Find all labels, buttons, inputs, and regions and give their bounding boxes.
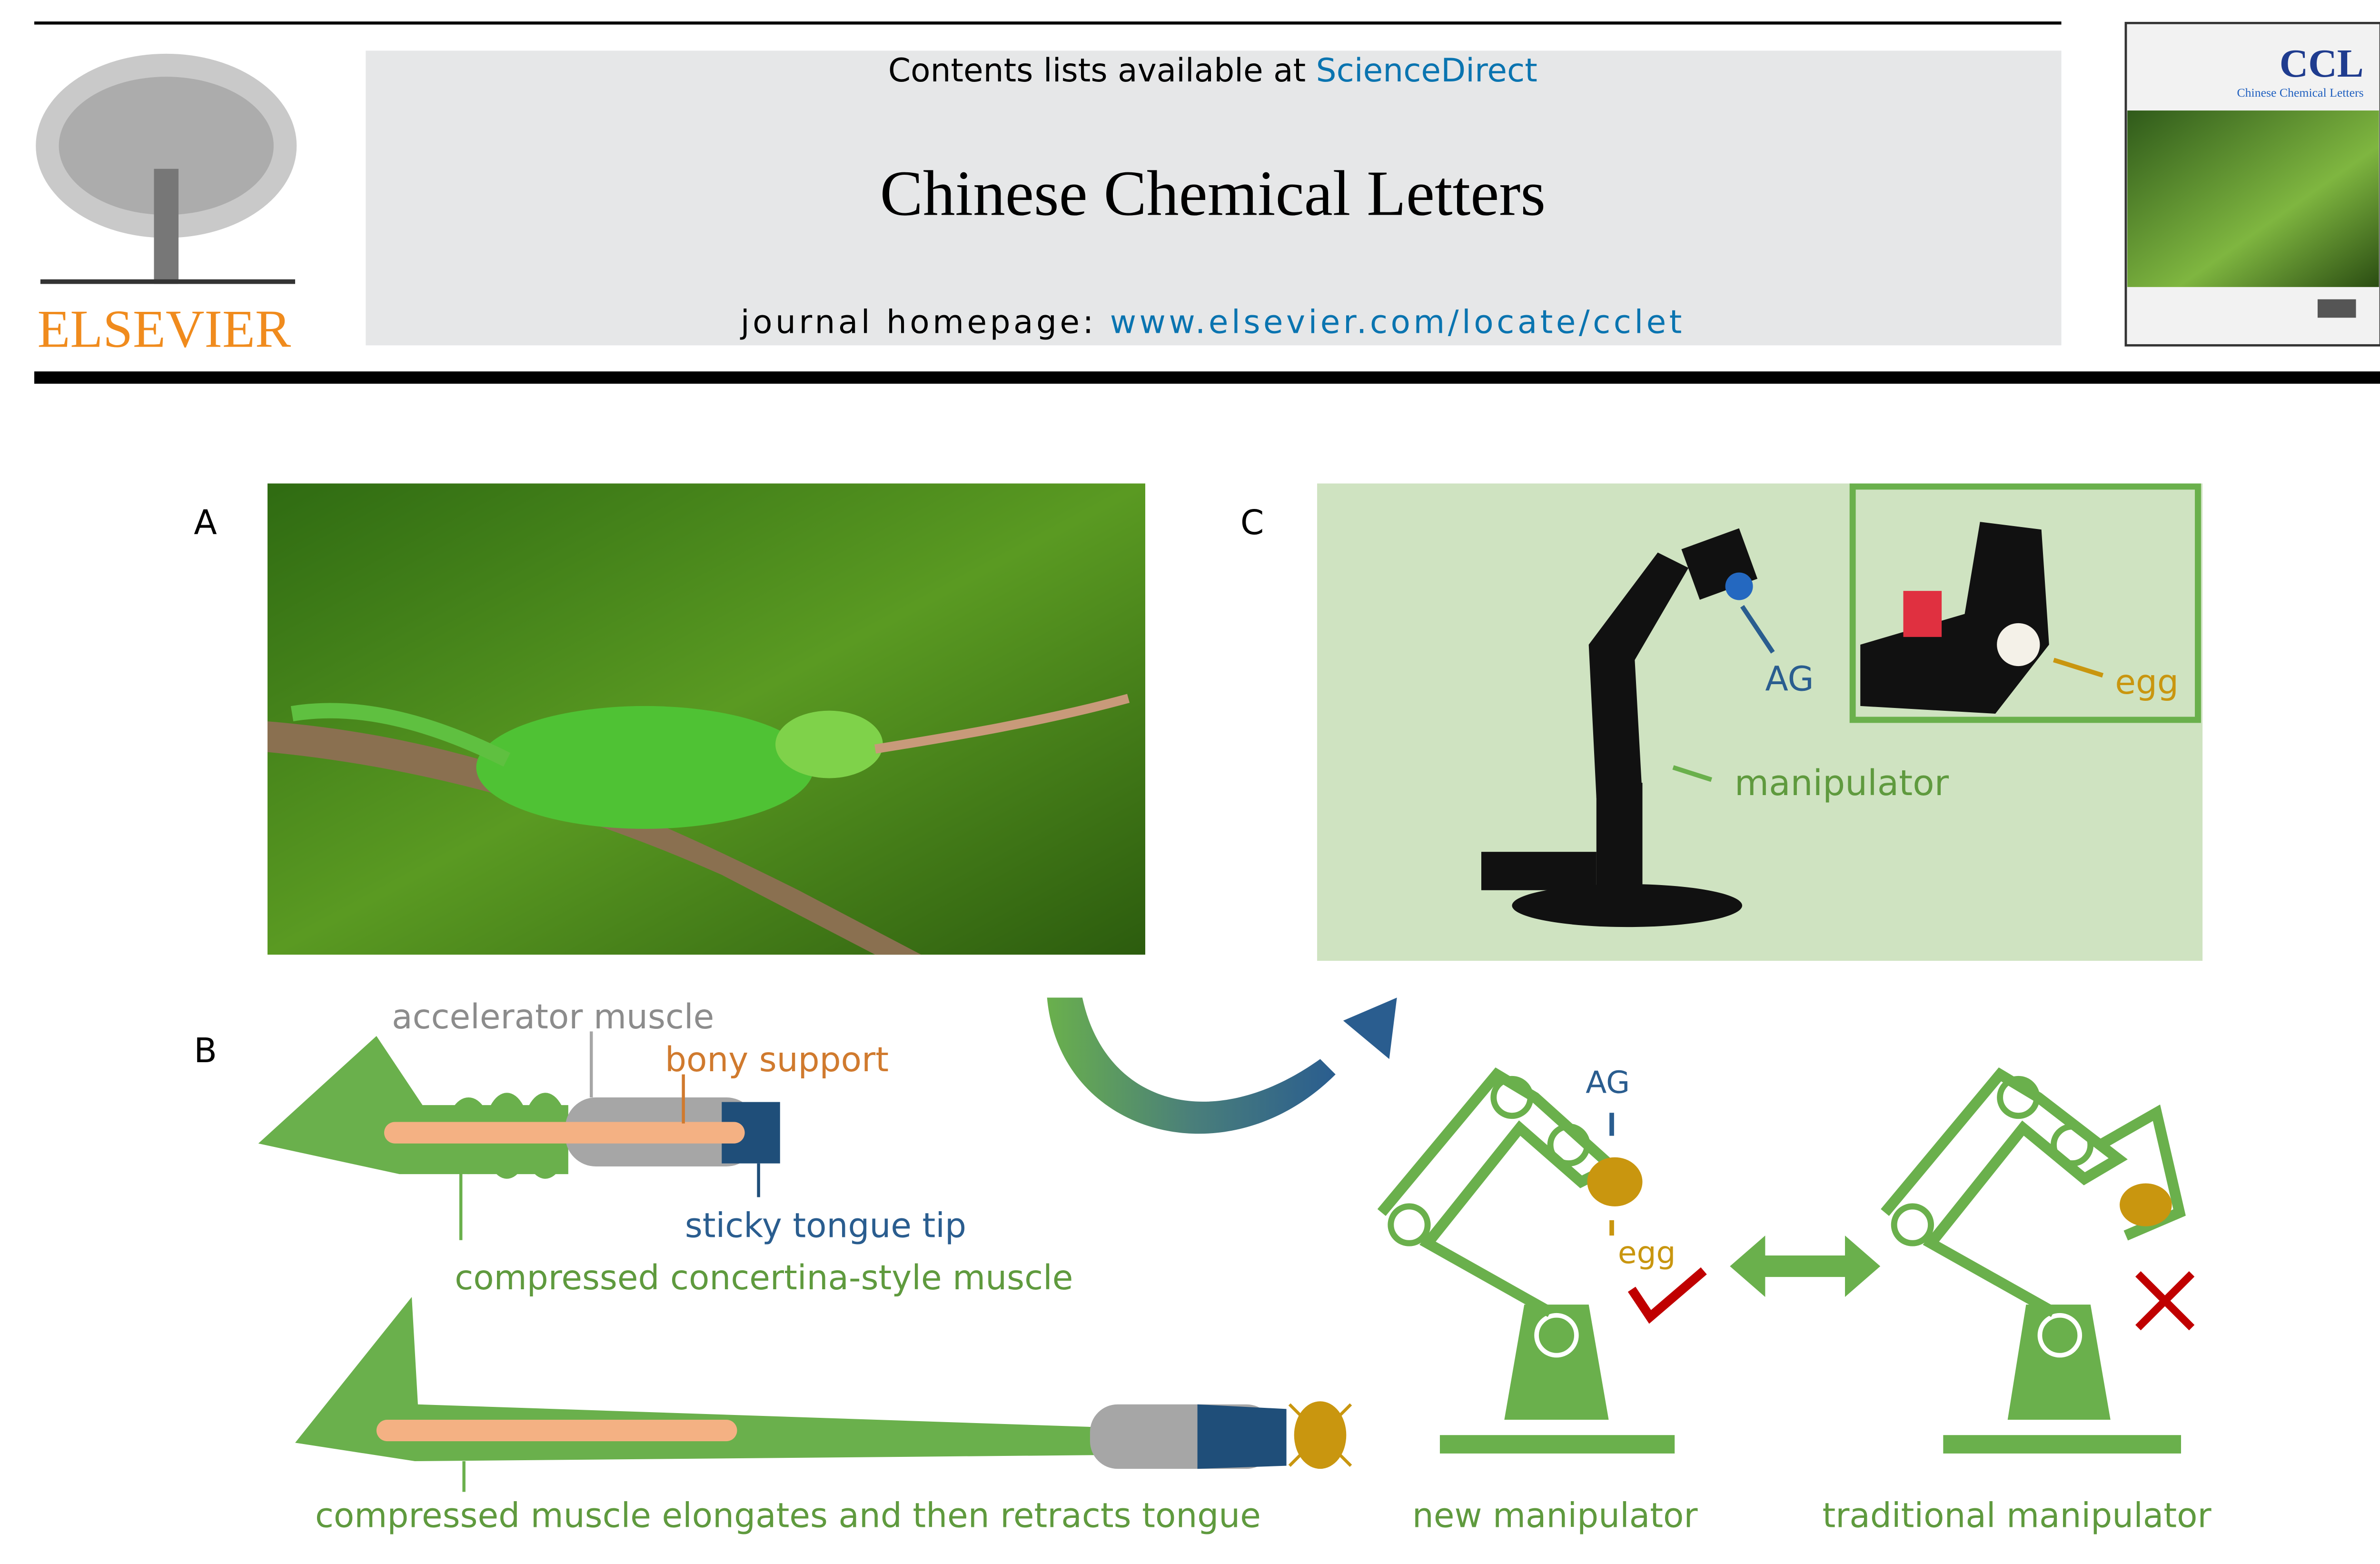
bony-support-label: bony support <box>665 1040 889 1079</box>
contents-prefix: Contents lists available at <box>888 51 1316 89</box>
cover-subtitle: Chinese Chemical Letters <box>2237 86 2363 100</box>
accelerator-muscle-label: accelerator muscle <box>392 997 714 1036</box>
new-manipulator-label: new manipulator <box>1412 1496 1698 1535</box>
bottom-rule <box>34 371 2380 384</box>
panel-a-label: A <box>194 503 217 542</box>
sticky-tongue-tip-label: sticky tongue tip <box>685 1205 966 1245</box>
chameleon-photo <box>268 483 1145 955</box>
robot-photo: AG egg manipulator <box>1317 483 2203 961</box>
homepage-prefix: journal homepage: <box>740 303 1110 341</box>
compressed-muscle-label: compressed concertina-style muscle <box>455 1258 1073 1297</box>
manipulator-photo-label: manipulator <box>1735 763 1949 804</box>
egg-pointer-arrow <box>2053 657 2104 678</box>
top-rule <box>34 21 2062 25</box>
ag-photo-label: AG <box>1765 659 1814 699</box>
insect-icon <box>1288 1401 1352 1469</box>
elongates-label: compressed muscle elongates and then ret… <box>315 1496 1261 1535</box>
ag-pointer-arrow <box>1740 605 1775 654</box>
journal-cover: CCL Chinese Chemical Letters <box>2124 21 2380 347</box>
robot-arm <box>1481 528 1758 927</box>
homepage-line: journal homepage: www.elsevier.com/locat… <box>740 303 1685 341</box>
manipulator-pointer-arrow <box>1672 765 1713 782</box>
tongue-extended-diagram <box>295 1297 1352 1492</box>
journal-title: Chinese Chemical Letters <box>880 158 1546 229</box>
curved-arrow-icon <box>1047 997 1397 1134</box>
cover-title: CCL <box>2280 41 2364 86</box>
egg-photo-label: egg <box>2115 662 2179 702</box>
tongue-compressed-diagram <box>258 1031 780 1240</box>
panel-c-label: C <box>1240 503 1264 542</box>
traditional-manipulator-diagram <box>1881 1067 2195 1454</box>
panel-b-label: B <box>194 1031 217 1070</box>
inset-box <box>1849 483 2201 723</box>
ag-diagram-label: AG <box>1586 1065 1630 1100</box>
new-manipulator-diagram <box>1377 1067 1707 1454</box>
journal-banner <box>366 50 2062 346</box>
traditional-manipulator-label: traditional manipulator <box>1822 1496 2211 1535</box>
double-arrow-icon <box>1730 1235 1881 1297</box>
journal-header: ELSEVIER Contents lists available at Sci… <box>34 21 2380 384</box>
elsevier-tree-logo: ELSEVIER <box>36 53 297 359</box>
egg-diagram-label: egg <box>1618 1235 1676 1271</box>
sciencedirect-link[interactable]: ScienceDirect <box>1316 51 1537 89</box>
elsevier-wordmark: ELSEVIER <box>37 299 291 359</box>
contents-line: Contents lists available at ScienceDirec… <box>888 51 1537 89</box>
homepage-link[interactable]: www.elsevier.com/locate/cclet <box>1110 303 1685 341</box>
